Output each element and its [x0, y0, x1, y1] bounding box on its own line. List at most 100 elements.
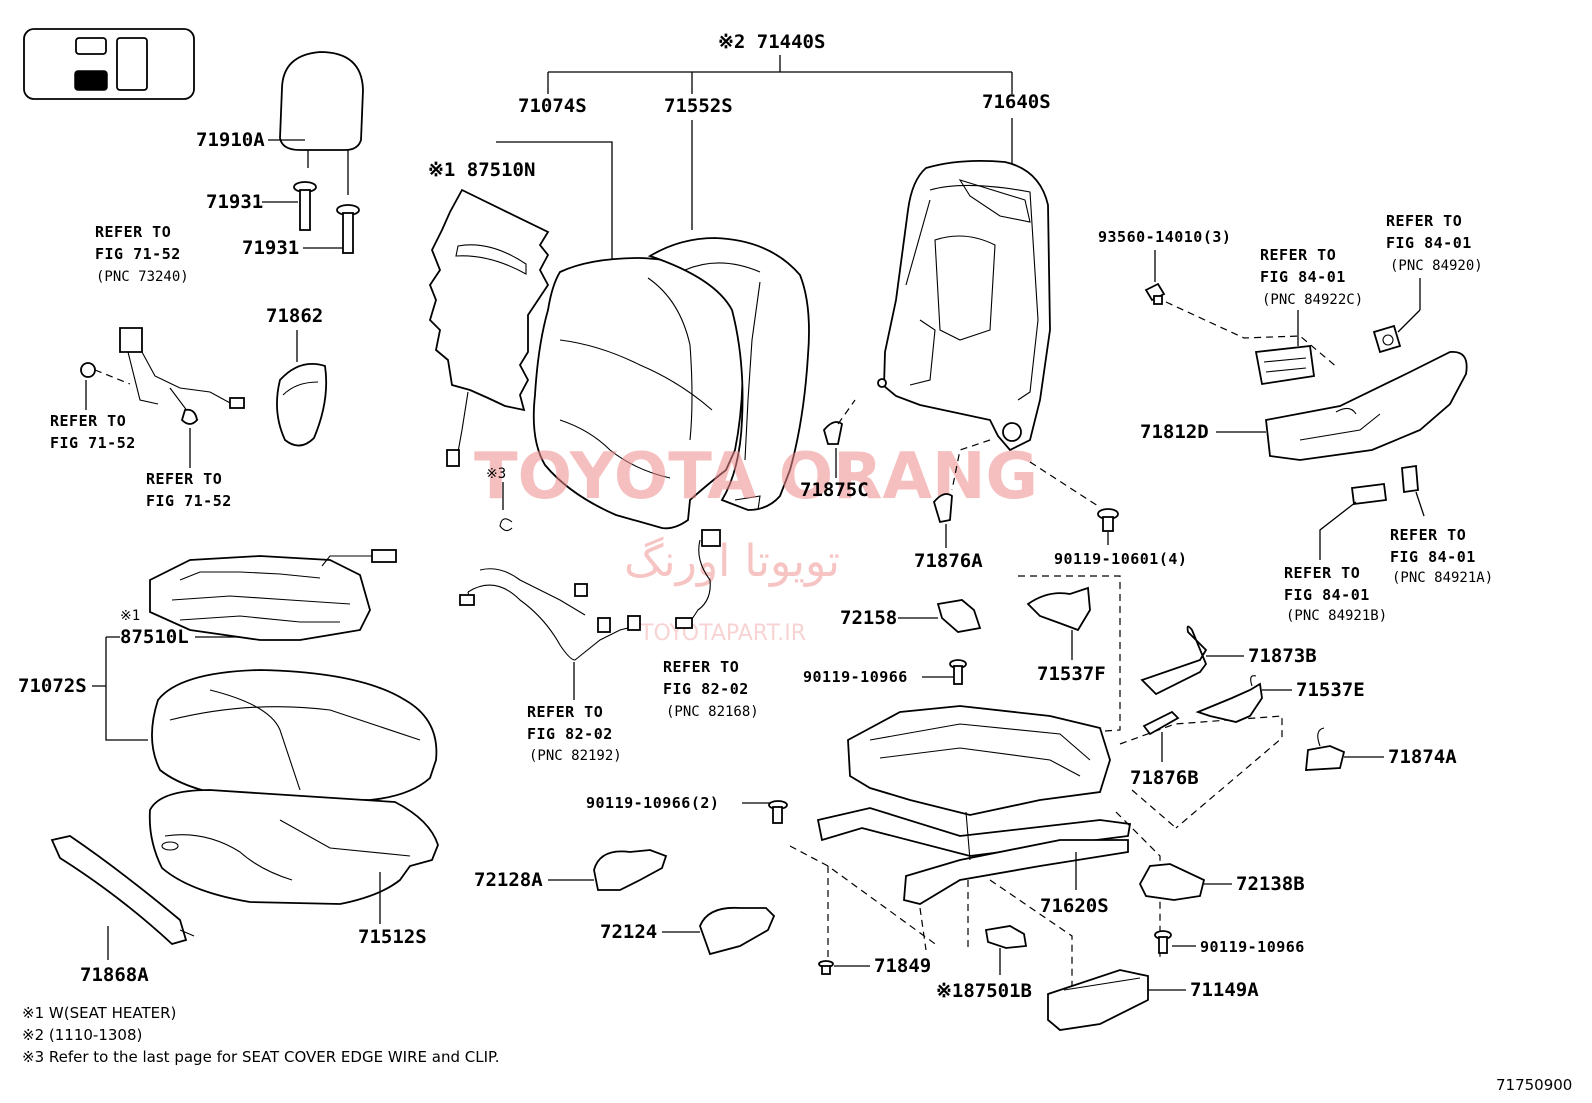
- bolt-90119-10966-upper-icon: [949, 659, 967, 685]
- figure-number: 71750900: [1496, 1076, 1572, 1094]
- track-cover-71149a-icon: [1047, 969, 1149, 1031]
- refer-harness-192-l2: FIG 82-02: [527, 725, 613, 743]
- refer-switch-922c-l1: REFER TO: [1260, 246, 1336, 264]
- part-label-71862: 71862: [266, 305, 323, 327]
- cover-72124-icon: [699, 906, 776, 956]
- bracket-71874a-icon: [1304, 727, 1346, 771]
- seat-belt-buckle-icon: [80, 327, 245, 425]
- refer-belt-l2: FIG 71-52: [95, 245, 181, 263]
- part-label-87510l-mark: ※1: [120, 608, 140, 624]
- refer-harness-168-l2: FIG 82-02: [663, 680, 749, 698]
- part-label-71620s: 71620S: [1040, 895, 1109, 917]
- clip-71875c-icon: [823, 421, 843, 445]
- cover-71537e-icon: [1195, 675, 1263, 723]
- refer-knob-920-l1: REFER TO: [1386, 212, 1462, 230]
- side-cover-71862-icon: [276, 362, 328, 447]
- bolt-90119-10601-icon: [1097, 508, 1119, 532]
- vehicle-locator-icon: [23, 28, 195, 100]
- refer-belt-left-l2: FIG 71-52: [50, 434, 136, 452]
- bracket-72158-icon: [936, 599, 982, 633]
- bracket-71873b-icon: [1140, 625, 1208, 696]
- power-seat-switch-icon: [1254, 345, 1316, 386]
- watermark-site: TOYOTAPART.IR: [639, 621, 806, 646]
- part-label-71640s: 71640S: [982, 91, 1051, 113]
- refer-belt-l3: (PNC 73240): [96, 269, 189, 285]
- footnote-2: ※2 (1110-1308): [22, 1026, 142, 1044]
- part-label-71149a: 71149A: [1190, 979, 1259, 1001]
- cover-72128a-icon: [593, 849, 668, 891]
- refer-knob-921a-l3: (PNC 84921A): [1392, 570, 1493, 586]
- bolt-label-90119-10966-two: 90119-10966(2): [586, 794, 719, 812]
- bolt-label-90119-10966-lower: 90119-10966: [1200, 938, 1305, 956]
- refer-harness-168-l3: (PNC 82168): [666, 704, 759, 720]
- part-label-71812d: 71812D: [1140, 421, 1209, 443]
- part-label-87510n: ※1 87510N: [428, 159, 535, 181]
- refer-belt-left-l1: REFER TO: [50, 412, 126, 430]
- footnote-3: ※3 Refer to the last page for SEAT COVER…: [22, 1048, 499, 1066]
- part-label-71868a: 71868A: [80, 964, 149, 986]
- part-label-71537f: 71537F: [1037, 663, 1106, 685]
- part-label-71873b: 71873B: [1248, 645, 1317, 667]
- bolt-label-90119-10966-upper: 90119-10966: [803, 668, 908, 686]
- part-label-87501b: ※187501B: [936, 980, 1032, 1002]
- screw-93560-icon: [1144, 282, 1166, 305]
- refer-knob-920-l3: (PNC 84920): [1390, 258, 1483, 274]
- part-label-71876a: 71876A: [914, 550, 983, 572]
- headrest-support-icon: [293, 181, 360, 254]
- bolt-label-90119-10601: 90119-10601(4): [1054, 550, 1187, 568]
- part-label-note3-mark: ※3: [486, 466, 506, 482]
- part-label-71512s: 71512S: [358, 926, 427, 948]
- seat-heater-back-mat-icon: [428, 188, 550, 467]
- watermark-brand-fa: تویوتا اورنگ: [624, 536, 840, 587]
- refer-knob-921b-l3: (PNC 84921B): [1286, 608, 1387, 624]
- part-label-71074s: 71074S: [518, 95, 587, 117]
- watermark-brand: TOYOTA ORANG: [474, 440, 1038, 514]
- part-label-71931-upper: 71931: [206, 191, 263, 213]
- refer-switch-922c-l3: (PNC 84922C): [1262, 292, 1363, 308]
- headrest-icon: [279, 51, 364, 195]
- part-label-72124: 72124: [600, 921, 657, 943]
- cover-72138b-icon: [1138, 863, 1206, 901]
- sensor-87501b-icon: [984, 925, 1028, 949]
- part-label-71552s: 71552S: [664, 95, 733, 117]
- seat-wire-harness-icon: [459, 529, 721, 661]
- clip-71849-icon: [818, 960, 834, 975]
- part-label-72128a: 72128A: [474, 869, 543, 891]
- refer-knob-921a-l2: FIG 84-01: [1390, 548, 1476, 566]
- clip-71876b-icon: [1142, 710, 1180, 736]
- knob-84921b-icon: [1350, 482, 1388, 506]
- knob-84921a-icon: [1401, 464, 1419, 494]
- part-label-71931-lower: 71931: [242, 237, 299, 259]
- part-label-72138b: 72138B: [1236, 873, 1305, 895]
- seat-heater-cushion-mat-icon: [149, 549, 397, 641]
- part-label-87510l: 87510L: [120, 626, 189, 648]
- seat-adjuster-track-icon: [816, 705, 1132, 905]
- refer-switch-922c-l2: FIG 84-01: [1260, 268, 1346, 286]
- refer-harness-168-l1: REFER TO: [663, 658, 739, 676]
- seat-side-shield-71812d-icon: [1265, 351, 1468, 461]
- bolt-90119-10966-lower-icon: [1154, 930, 1172, 954]
- part-label-71440s: ※2 71440S: [718, 31, 825, 53]
- refer-harness-192-l3: (PNC 82192): [529, 748, 622, 764]
- refer-belt-bottom-l1: REFER TO: [146, 470, 222, 488]
- seat-back-frame-icon: [877, 159, 1051, 452]
- bolt-90119-10966-two-icon: [768, 800, 788, 824]
- edge-clip-icon: [499, 518, 513, 532]
- footnote-1: ※1 W(SEAT HEATER): [22, 1004, 176, 1022]
- refer-knob-921b-l2: FIG 84-01: [1284, 586, 1370, 604]
- seat-cushion-pad-icon: [148, 789, 439, 905]
- refer-knob-920-l2: FIG 84-01: [1386, 234, 1472, 252]
- clip-71876a-icon: [932, 493, 953, 524]
- seat-cushion-cover-icon: [151, 669, 438, 801]
- part-label-71537e: 71537E: [1296, 679, 1365, 701]
- refer-belt-bottom-l2: FIG 71-52: [146, 492, 232, 510]
- seat-back-pad-icon: [647, 237, 810, 511]
- part-label-71072s: 71072S: [18, 675, 87, 697]
- part-label-72158: 72158: [840, 607, 897, 629]
- part-label-71849: 71849: [874, 955, 931, 977]
- bolt-label-93560-14010: 93560-14010(3): [1098, 228, 1231, 246]
- refer-harness-192-l1: REFER TO: [527, 703, 603, 721]
- cover-71537f-icon: [1026, 586, 1091, 632]
